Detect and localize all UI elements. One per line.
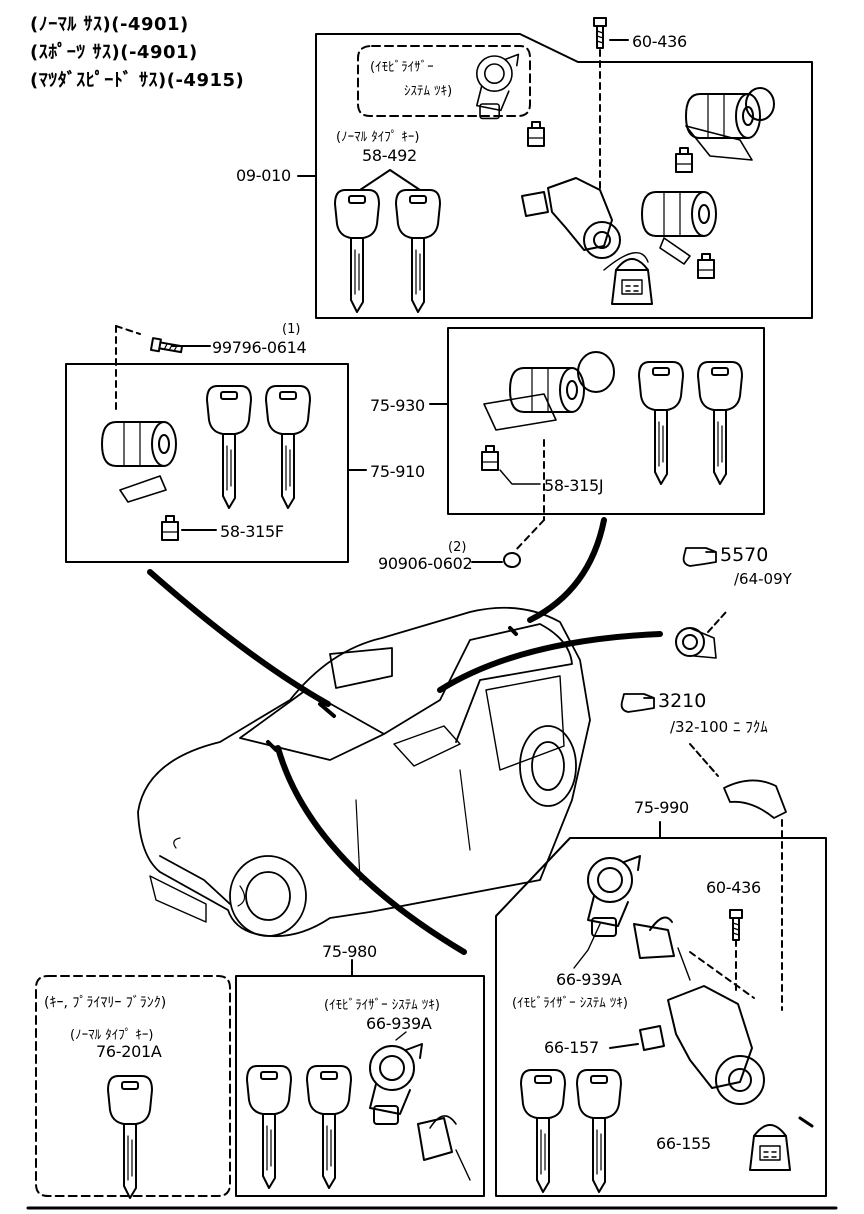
part-99796-0614[interactable]: 99796-0614 <box>212 338 307 357</box>
immobilizer-note-1: (ｲﾓﾋﾞﾗｲｻﾞｰ <box>370 60 434 75</box>
part-75-910[interactable]: 75-910 <box>370 462 425 481</box>
part-75-930[interactable]: 75-930 <box>370 396 425 415</box>
ref-3210-sub: /32-100 ﾆ ﾌｸﾑ <box>670 718 768 736</box>
left-group-frame <box>65 363 349 563</box>
pointer-arc-left <box>147 569 331 707</box>
blank-key-title: (ｷｰ, ﾌﾟﾗｲﾏﾘｰ ﾌﾞﾗﾝｸ) <box>44 995 167 1011</box>
coil-note-right: (ｲﾓﾋﾞﾗｲｻﾞｰ ｼｽﾃﾑ ﾂｷ) <box>512 996 628 1011</box>
pointer-arc-right <box>527 517 607 623</box>
part-66-939A-right[interactable]: 66-939A <box>556 970 622 989</box>
header-line-3: (ﾏﾂﾀﾞｽﾋﾟｰﾄﾞ ｻｽ)(-4915) <box>30 70 245 91</box>
header-line-2: (ｽﾎﾟｰﾂ ｻｽ)(-4901) <box>30 42 198 63</box>
part-09-010[interactable]: 09-010 <box>236 166 291 185</box>
coil-note-mid: (ｲﾓﾋﾞﾗｲｻﾞｰ ｼｽﾃﾑ ﾂｷ) <box>324 998 440 1013</box>
pointer-arc-door <box>437 631 663 693</box>
part-60-436-bottom[interactable]: 60-436 <box>706 878 761 897</box>
cover-part <box>723 779 787 819</box>
part-60-436-top[interactable]: 60-436 <box>632 32 687 51</box>
ref-5570-sub: /64-09Y <box>734 570 792 588</box>
bottom-mid-group-frame <box>235 975 485 1197</box>
qty-1: (1) <box>282 322 301 337</box>
part-90906-0602[interactable]: 90906-0602 <box>378 554 473 573</box>
header-line-1: (ﾉｰﾏﾙ ｻｽ)(-4901) <box>30 14 189 35</box>
part-66-155[interactable]: 66-155 <box>656 1134 711 1153</box>
part-58-315F[interactable]: 58-315F <box>220 522 284 541</box>
blank-key-type: (ﾉｰﾏﾙ ﾀｲﾌﾟ ｷｰ) <box>70 1028 154 1043</box>
part-66-157[interactable]: 66-157 <box>544 1038 599 1057</box>
ref-3210[interactable]: 3210 <box>658 690 707 712</box>
car-illustration <box>137 606 591 938</box>
immobilizer-note-frame <box>357 45 531 117</box>
key-type-label: (ﾉｰﾏﾙ ﾀｲﾌﾟ ｷｰ) <box>336 130 420 145</box>
part-75-980[interactable]: 75-980 <box>322 942 377 961</box>
ignition-switch-body <box>667 985 753 1089</box>
part-58-492[interactable]: 58-492 <box>362 146 417 165</box>
bottom-right-group-frame <box>495 837 827 1197</box>
part-75-990[interactable]: 75-990 <box>634 798 689 817</box>
ref-5570[interactable]: 5570 <box>720 544 769 566</box>
qty-2: (2) <box>448 540 467 555</box>
pointer-arc-ignition <box>275 745 467 955</box>
right-group-frame <box>447 327 765 515</box>
hand-icon-5570 <box>682 547 717 567</box>
ignition-body <box>547 177 613 251</box>
top-group-frame <box>315 33 813 319</box>
hand-icon-3210 <box>620 693 655 713</box>
blank-key-frame <box>35 975 231 1197</box>
part-76-201A[interactable]: 76-201A <box>96 1042 162 1061</box>
part-66-939A-mid[interactable]: 66-939A <box>366 1014 432 1033</box>
part-58-315J[interactable]: 58-315J <box>544 476 604 495</box>
immobilizer-note-2: ｼｽﾃﾑ ﾂｷ) <box>404 84 453 99</box>
